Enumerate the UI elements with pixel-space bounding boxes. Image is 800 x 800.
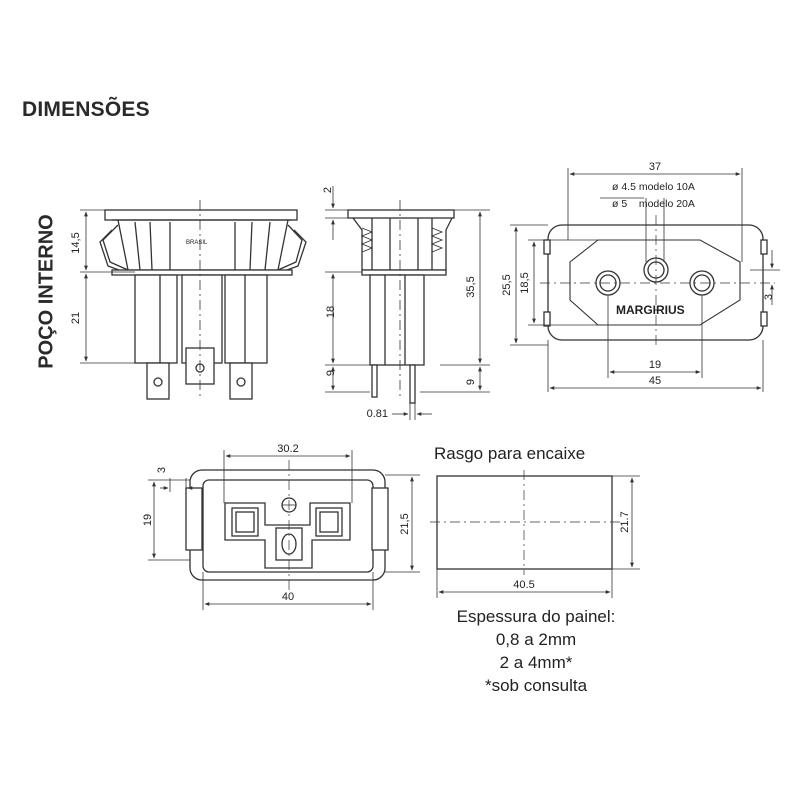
dim-side-total: 35,5 — [465, 276, 477, 297]
dim-top-offset: 3 — [763, 294, 775, 300]
dim-top-height-inner: 18,5 — [519, 272, 531, 293]
dim-rear-notch: 3 — [156, 467, 168, 473]
dim-side-body: 18 — [325, 306, 337, 318]
cutout-dims — [436, 475, 640, 598]
side-dims — [325, 186, 490, 420]
panel-note-line1: Espessura do painel: — [456, 607, 616, 626]
front-view — [99, 200, 307, 400]
dim-top-width: 37 — [649, 161, 661, 173]
top-view — [540, 215, 775, 345]
cutout-title: Rasgo para encaixe — [434, 444, 586, 463]
dim-side-terminal: 9 — [325, 370, 337, 376]
dim-top-width-bottom: 45 — [649, 375, 661, 387]
dim-rear-height-left: 19 — [142, 514, 154, 526]
panel-note: Espessura do painel: 0,8 a 2mm 2 a 4mm* … — [426, 605, 646, 697]
dim-rear-height-right: 21,5 — [399, 513, 411, 534]
dim-rear-width-bottom: 40 — [282, 591, 294, 603]
rear-view — [185, 460, 389, 590]
rear-dims — [148, 450, 420, 610]
dim-side-blade: 0.81 — [367, 408, 388, 420]
dim-top-height-outer: 25,5 — [501, 274, 513, 295]
cutout-view — [430, 470, 620, 575]
panel-note-line3: 2 a 4mm* — [499, 653, 573, 672]
dim-cutout-height: 21.7 — [619, 511, 631, 532]
dim-cutout-width: 40.5 — [513, 579, 534, 591]
dim-front-upper: 14,5 — [70, 232, 82, 253]
panel-note-line4: *sob consulta — [484, 676, 588, 695]
dim-rear-width-top: 30.2 — [277, 443, 298, 455]
dim-top-pin-spacing: 19 — [649, 359, 661, 371]
side-view — [347, 200, 455, 404]
front-dims — [80, 209, 135, 364]
panel-note-line2: 0,8 a 2mm — [495, 630, 577, 649]
hole-note-10a: ø 4.5 modelo 10A — [612, 181, 695, 193]
top-dims — [510, 168, 780, 392]
top-brand: MARGIRIUS — [616, 303, 685, 317]
dim-side-terminal-right: 9 — [465, 379, 477, 385]
dim-front-lower: 21 — [70, 312, 82, 324]
dim-side-top: 2 — [322, 187, 334, 193]
front-brand-mark: BRASIL — [186, 240, 208, 246]
page-title: DIMENSÕES — [22, 98, 150, 121]
hole-note-20a: ø 5 modelo 20A — [612, 198, 695, 210]
